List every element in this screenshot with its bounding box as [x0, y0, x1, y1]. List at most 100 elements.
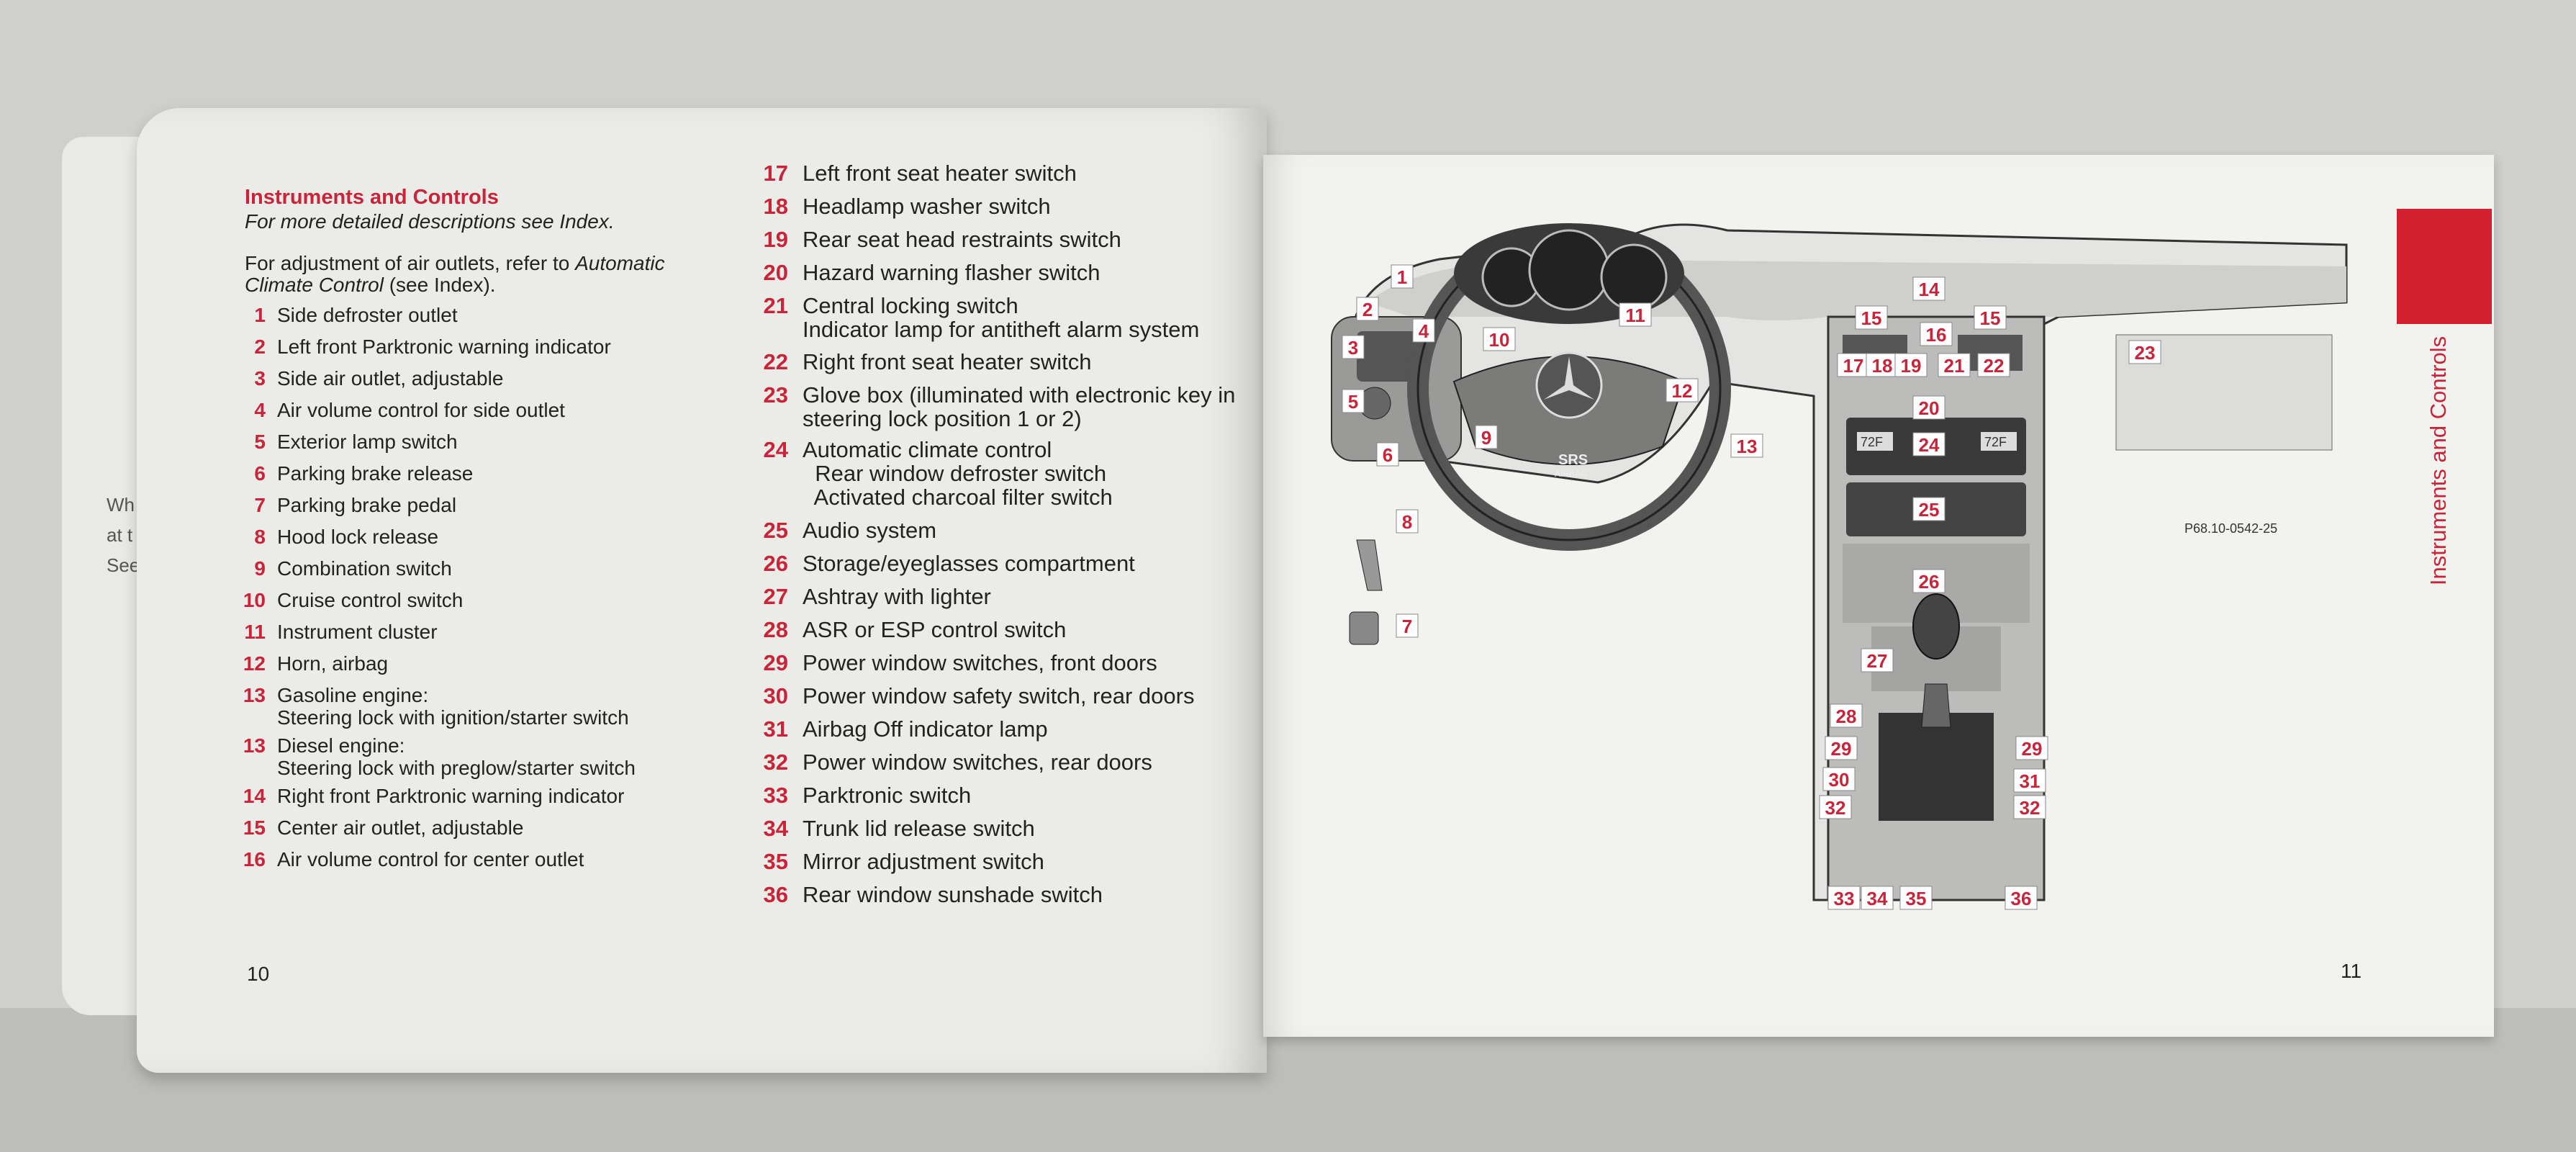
item-text: Side air outlet, adjustable [277, 367, 504, 390]
callout-number: 23 [2135, 342, 2156, 364]
callout-number: 16 [1926, 324, 1947, 346]
callout-number: 6 [1383, 444, 1393, 466]
item-text: Parktronic switch [803, 783, 972, 808]
callout-box [1391, 264, 1414, 289]
item-text: Audio system [803, 518, 937, 543]
dashboard-diagram: 72F 72F SRS AIRBAG P68.10-0542-25 123456… [1331, 223, 2348, 910]
intro-text: For adjustment of air outlets, refer to [245, 252, 576, 274]
callout-number: 10 [1489, 329, 1510, 351]
item-text: Central locking switch [803, 293, 1018, 318]
intro-text: Climate Control [245, 274, 384, 296]
shift-lever [1921, 683, 1951, 728]
item-number: 26 [763, 551, 788, 576]
callout-box [1730, 433, 1763, 458]
callout-box [1475, 425, 1498, 449]
item-text: Storage/eyeglasses compartment [803, 551, 1135, 576]
list-item: 23 Glove box (illuminated with electronic… [764, 382, 1236, 431]
intro-text: For more detailed descriptions see Index… [245, 210, 615, 233]
item-number: 34 [763, 816, 788, 841]
callout-box [1974, 305, 2007, 330]
item-text: Parking brake release [277, 462, 474, 485]
list-item: 30 Power window safety switch, rear doors [764, 683, 1195, 708]
item-text: Instrument cluster [277, 621, 438, 643]
parking-brake-pedal [1349, 611, 1379, 645]
callout-number: 7 [1402, 616, 1412, 637]
item-number: 25 [763, 518, 788, 543]
callout-box [1396, 509, 1419, 534]
callout-box [1483, 327, 1516, 351]
item-number: 28 [763, 617, 788, 642]
srs-text: SRS [1558, 452, 1588, 468]
shift-gate [1879, 713, 1994, 821]
callout-number: 14 [1919, 279, 1940, 300]
chapter-tab [2397, 209, 2492, 324]
callout-box [2128, 340, 2161, 364]
item-text: Left front Parktronic warning indicator [277, 336, 611, 358]
callout-box [1412, 318, 1435, 343]
item-number: 35 [763, 849, 788, 874]
item-number: 23 [763, 382, 788, 408]
list-item: 15 Center air outlet, adjustable [243, 816, 524, 839]
callout-box [1619, 302, 1652, 327]
item-text: Ashtray with lighter [803, 584, 991, 609]
item-number: 27 [763, 584, 788, 609]
callout-box [2005, 886, 2038, 910]
item-text: Side defroster outlet [277, 304, 458, 326]
item-text: Steering lock with ignition/starter swit… [277, 706, 629, 729]
callout-number: 26 [1919, 571, 1940, 593]
partial-text: Wh at t See [107, 490, 140, 580]
callout-number: 13 [1737, 436, 1758, 457]
item-text: Power window switches, rear doors [803, 750, 1152, 775]
callout-box [1861, 648, 1894, 672]
callout-number: 28 [1836, 706, 1857, 727]
item-text: Right front seat heater switch [803, 349, 1092, 374]
item-text: Cruise control switch [277, 589, 464, 611]
item-text: Left front seat heater switch [803, 161, 1077, 186]
callout-box [1825, 736, 1858, 760]
item-text: Power window safety switch, rear doors [803, 683, 1195, 708]
item-text: Automatic climate control [803, 437, 1052, 462]
intro-line: For adjustment of air outlets, refer to … [245, 252, 665, 275]
item-number: 14 [243, 785, 266, 807]
item-text: Glove box (illuminated with electronic k… [803, 382, 1236, 408]
item-number: 30 [763, 683, 788, 708]
tachometer [1600, 243, 1668, 311]
item-text: Mirror adjustment switch [803, 849, 1044, 874]
callout-number: 21 [1944, 355, 1965, 377]
intro-text: (see Index). [383, 274, 496, 296]
callout-number: 22 [1984, 355, 2005, 377]
figure-code: P68.10-0542-25 [2184, 521, 2277, 536]
airbag-text: AIRBAG [1555, 469, 1587, 479]
callout-box [1822, 767, 1856, 791]
item-text: Steering lock with preglow/starter switc… [277, 757, 636, 779]
item-text: Center air outlet, adjustable [277, 816, 524, 839]
callout-box [1855, 305, 1888, 330]
item-number: 13 [243, 684, 266, 706]
page-heading: Instruments and Controls [245, 186, 499, 209]
list-item: 26 Storage/eyeglasses compartment [764, 551, 1135, 576]
item-text: Gasoline engine: [277, 684, 429, 706]
chapter-side-title: Instruments and Controls [2426, 336, 2451, 586]
item-number: 15 [243, 816, 266, 839]
callout-box [1899, 886, 1933, 910]
item-number: 29 [763, 650, 788, 675]
item-text: Horn, airbag [277, 652, 389, 675]
item-number: 36 [763, 882, 788, 907]
callout-box [1938, 353, 1971, 377]
item-text: Rear seat head restraints switch [803, 227, 1121, 252]
callout-box [1356, 297, 1379, 321]
item-number: 16 [243, 848, 266, 870]
